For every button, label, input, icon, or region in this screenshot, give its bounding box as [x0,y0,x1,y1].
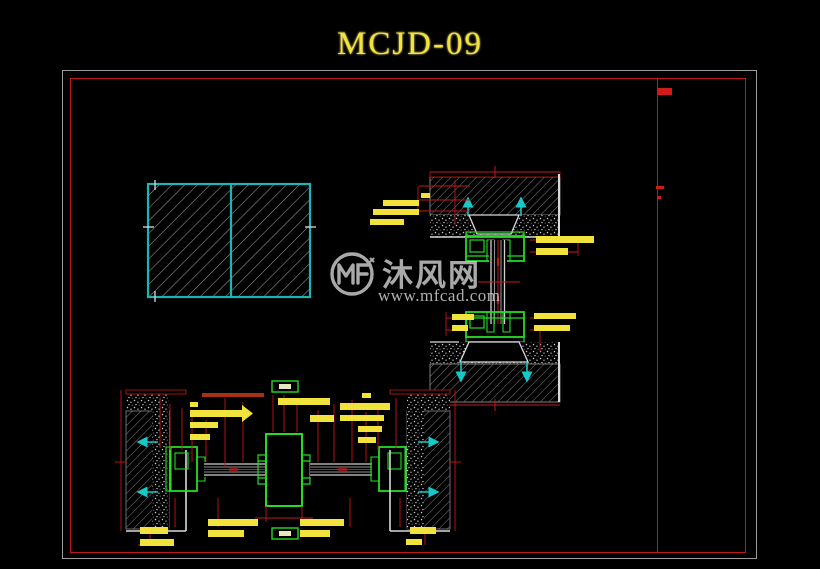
view-tag-bottom-text [279,531,291,536]
label-bar [278,398,330,405]
sheet-column-divider [657,78,658,553]
view-tags [271,380,299,540]
label-bar [362,393,371,398]
label-bar [190,402,198,407]
left-jamb-frame-profile [165,446,206,492]
annotation-labels [140,193,594,546]
glass-panel-vertical [478,240,520,324]
label-bar [452,325,468,331]
label-bar [300,530,330,537]
label-bar [340,415,384,421]
note-text-row [202,393,264,397]
label-bar [452,314,474,320]
centre-mullion-profile [257,433,311,507]
right-jamb-wall [389,389,451,532]
label-bar-arrow [190,405,253,422]
label-bar [208,530,244,537]
view-tag-top-box [271,380,299,393]
label-bar [383,200,419,206]
sheet-inner-border [70,78,746,553]
label-bar [370,219,404,225]
sill-wall-assembly [429,330,561,411]
label-bar [534,325,570,331]
label-bar [358,437,376,443]
sheet-outer-border [62,70,757,559]
label-bar [310,415,334,422]
label-bar [358,426,382,432]
frame-tick-mid2 [658,196,661,199]
label-bar [190,434,210,440]
label-bar [421,193,430,198]
left-jamb-wall [125,389,187,532]
label-bar [534,313,576,319]
label-bar [190,422,218,428]
frame-tick-mid [656,186,664,189]
label-bar [300,519,344,526]
vertical-section-detail [417,166,579,411]
label-bar [340,403,390,410]
label-bar [140,539,174,546]
page-title: MCJD-09 [336,26,484,62]
glass-panel-left [204,462,266,477]
view-tag-bottom-box [271,527,299,540]
window-elevation-view [143,180,316,302]
head-wall-assembly [419,166,561,238]
frame-tick-top [658,88,672,95]
label-bar [208,519,258,526]
label-bar [536,248,568,255]
glass-panel-right [310,462,372,477]
label-bar [536,236,594,243]
label-bar [406,539,422,545]
label-bar [410,527,436,534]
view-tag-top-text [279,384,291,389]
label-bar [373,209,419,215]
label-bar [140,527,168,534]
horizontal-plan-detail [115,389,461,546]
